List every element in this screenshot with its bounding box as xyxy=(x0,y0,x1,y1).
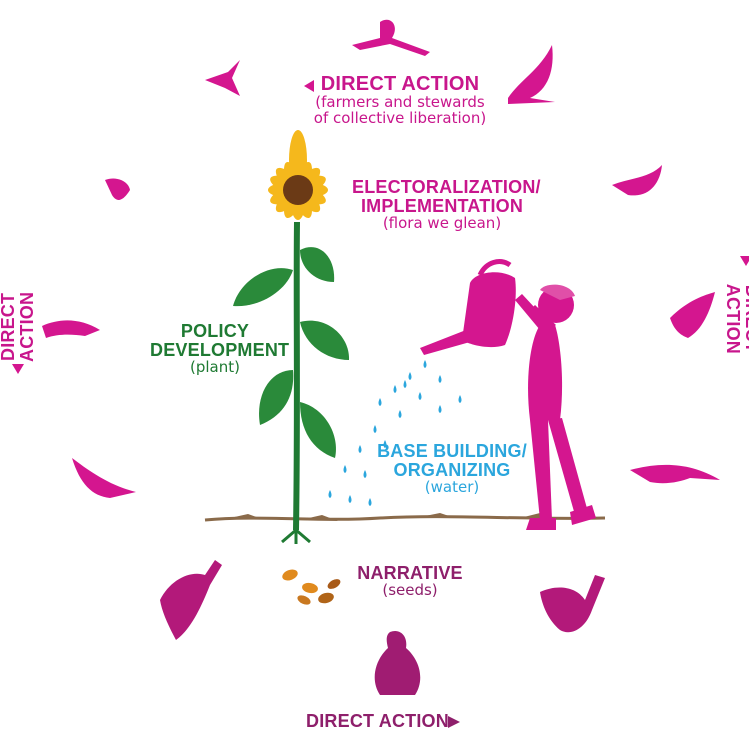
direct-action-bottom-title: DIRECT ACTION xyxy=(306,711,449,731)
narrative-label: NARRATIVE (seeds) xyxy=(350,564,470,599)
narrative-title: NARRATIVE xyxy=(357,563,463,583)
direct-action-left-title: DIRECT ACTION xyxy=(0,291,37,362)
direct-action-top-sub2: of collective liberation) xyxy=(313,108,487,127)
gardener-icon xyxy=(420,259,596,530)
direct-action-top-label: DIRECT ACTION (farmers and stewards of c… xyxy=(300,74,500,127)
base-building-label: BASE BUILDING/ ORGANIZING (water) xyxy=(372,442,532,496)
electoral-label: ELECTORALIZATION/ IMPLEMENTATION (flora … xyxy=(352,177,541,232)
base-sub: (water) xyxy=(424,477,480,496)
electoral-sub: (flora we glean) xyxy=(382,213,502,232)
arrow-left-icon xyxy=(12,364,24,374)
arrow-bottom-icon xyxy=(448,716,460,728)
duck-icon xyxy=(540,575,605,633)
policy-sub: (plant) xyxy=(190,357,240,376)
narrative-sub: (seeds) xyxy=(382,580,438,599)
water-drops xyxy=(328,360,462,506)
electoral-title-2: IMPLEMENTATION xyxy=(360,195,524,216)
policy-label: POLICY DEVELOPMENT (plant) xyxy=(150,321,290,376)
direct-action-left-label: DIRECT ACTION xyxy=(0,257,37,397)
policy-title-2: DEVELOPMENT xyxy=(150,339,290,360)
penguin-icon xyxy=(374,630,421,695)
soil-clod xyxy=(230,513,556,521)
direct-action-right-label: DIRECT ACTION xyxy=(723,249,749,389)
direct-action-top-sub1: (farmers and stewards xyxy=(315,93,485,111)
direct-action-right-title: DIRECT ACTION xyxy=(723,283,749,354)
base-title-1: BASE BUILDING/ xyxy=(377,441,527,461)
seed-icon xyxy=(282,569,341,605)
arrow-right-icon xyxy=(740,256,749,266)
sunflower-icon xyxy=(233,130,350,544)
policy-title-1: POLICY xyxy=(180,321,250,341)
pelican-icon xyxy=(160,560,222,640)
bird-icon xyxy=(42,19,720,498)
watering-can-icon xyxy=(462,272,516,348)
electoral-title-1: ELECTORALIZATION/ xyxy=(352,177,541,197)
base-title-2: ORGANIZING xyxy=(393,459,511,480)
direct-action-top-title: DIRECT ACTION xyxy=(320,73,480,95)
direct-action-bottom-label: DIRECT ACTION xyxy=(305,712,450,731)
arrow-top-icon xyxy=(304,80,314,92)
